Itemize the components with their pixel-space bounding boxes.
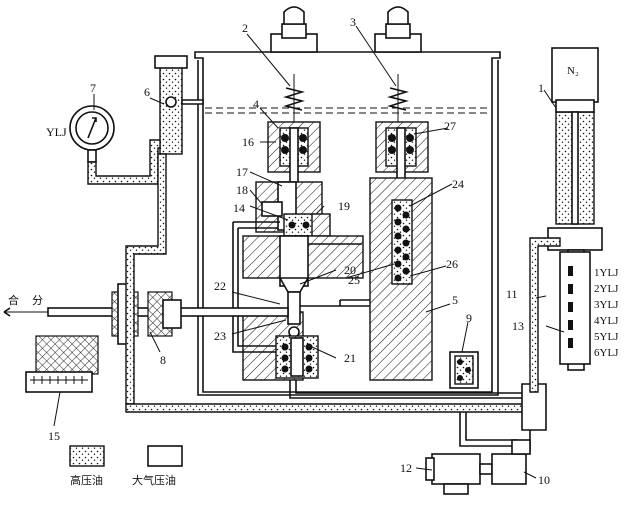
valve-spring-3	[387, 74, 409, 128]
label-8: 8	[160, 353, 166, 367]
label-18: 18	[236, 183, 248, 197]
label-17: 17	[236, 165, 248, 179]
label-9: 9	[466, 311, 472, 325]
motor-12	[425, 453, 493, 495]
label-11: 11	[506, 287, 518, 301]
gauge-pipe	[87, 139, 161, 185]
label-24: 24	[452, 177, 464, 191]
switch-label-3: 3YLJ	[594, 299, 619, 311]
cylinder-block-5	[369, 177, 433, 381]
operating-linkage	[25, 335, 99, 393]
switch-label-6: 6YLJ	[594, 347, 619, 359]
label-12: 12	[400, 461, 412, 475]
main-return-pipe	[125, 99, 541, 413]
gauge-label: YLJ	[46, 125, 67, 139]
breather-cap-right	[374, 6, 422, 53]
label-2: 2	[242, 21, 248, 35]
label-4: 4	[253, 97, 259, 111]
switch-label-2: 2YLJ	[594, 283, 619, 295]
label-16: 16	[242, 135, 254, 149]
valve-spring-2	[283, 74, 305, 128]
label-20: 20	[344, 263, 356, 277]
label-1: 1	[538, 81, 544, 95]
label-13: 13	[512, 319, 524, 333]
label-3: 3	[350, 15, 356, 29]
close-label: 合	[8, 293, 19, 307]
oil-tank	[194, 51, 501, 396]
label-14: 14	[233, 201, 245, 215]
legend: 高压油 大气压油	[69, 445, 183, 487]
accumulator-pipe-11	[529, 237, 561, 393]
legend-high-pressure-label: 高压油	[70, 473, 103, 487]
valve-body-27	[375, 121, 429, 185]
label-6: 6	[144, 85, 150, 99]
internal-pipes	[232, 221, 370, 353]
label-5: 5	[452, 293, 458, 307]
check-valve-6	[154, 55, 188, 155]
open-label: 分	[32, 294, 43, 307]
operating-rod	[3, 307, 289, 317]
legend-high-pressure-swatch	[69, 445, 105, 467]
pump-10	[491, 439, 531, 485]
pressure-gauge-7	[69, 105, 115, 163]
valve-body-16	[267, 121, 321, 185]
label-27: 27	[444, 119, 456, 133]
bottom-pipes	[289, 380, 547, 451]
label-10: 10	[538, 473, 550, 487]
label-25: 25	[348, 273, 360, 287]
label-19: 19	[338, 199, 350, 213]
label-7: 7	[90, 81, 96, 95]
switch-label-5: 5YLJ	[594, 331, 619, 343]
breather-cap-left	[270, 6, 318, 53]
switch-label-1: 1YLJ	[594, 267, 619, 279]
legend-atmospheric-label: 大气压油	[132, 473, 176, 487]
label-26: 26	[446, 257, 458, 271]
small-valve-14-19	[283, 213, 331, 237]
label-15: 15	[48, 429, 60, 443]
switch-labels: 1YLJ 2YLJ 3YLJ 4YLJ 5YLJ 6YLJ	[594, 267, 619, 359]
label-22: 22	[214, 279, 226, 293]
leader-lines	[53, 25, 565, 479]
check-valve-9	[449, 351, 479, 389]
switch-label-4: 4YLJ	[594, 315, 619, 327]
legend-atmospheric-swatch	[147, 445, 183, 467]
label-21: 21	[344, 351, 356, 365]
label-23: 23	[214, 329, 226, 343]
gas-label: N₂	[567, 65, 579, 77]
valve-21	[275, 335, 319, 379]
pressure-switches	[559, 251, 591, 365]
